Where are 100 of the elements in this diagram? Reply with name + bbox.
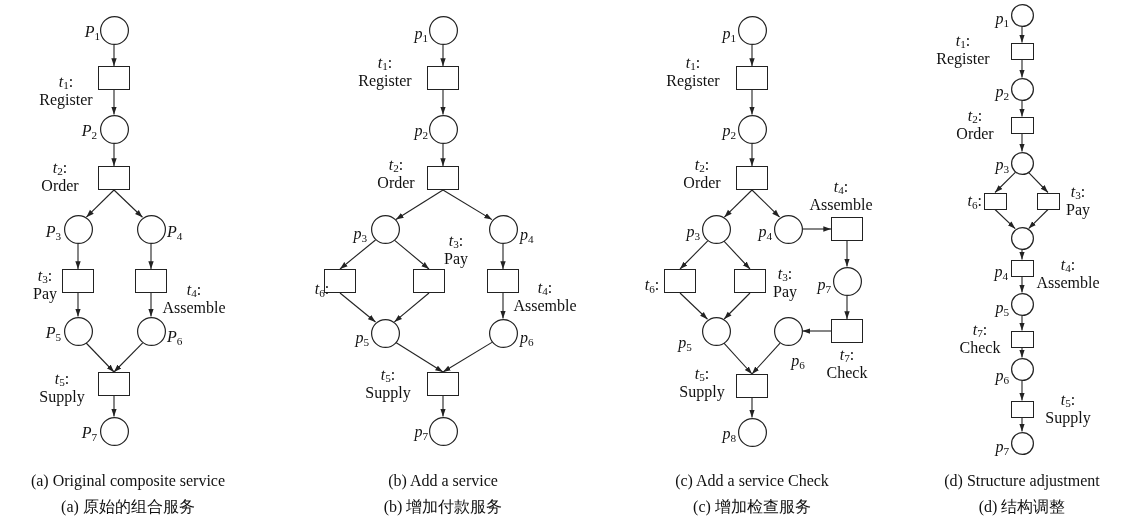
node-label: t$_{3}$: Pay <box>1066 182 1090 220</box>
arc-arrow <box>749 43 755 67</box>
arc-arrow <box>1027 171 1049 194</box>
transition-box <box>1010 400 1034 418</box>
arc-arrow <box>85 342 115 373</box>
transition-box <box>98 372 130 396</box>
place-circle <box>701 316 731 346</box>
transition-box <box>736 66 768 90</box>
place-circle <box>737 114 767 144</box>
arc-arrow <box>1019 379 1025 402</box>
arc-arrow <box>111 89 117 116</box>
node-label: P$_{5}$ <box>45 323 61 343</box>
arc-arrow <box>1019 346 1025 359</box>
caption: (d) Structure adjustment <box>944 472 1100 490</box>
node-label: t$_{4}$: Assemble <box>162 280 226 318</box>
arc-arrow <box>751 342 781 375</box>
arc-arrow <box>749 397 755 419</box>
node-label: t$_{7}$: Check <box>959 320 1001 358</box>
node-label: t$_{5}$: Supply <box>365 365 411 403</box>
arc-arrow <box>85 189 115 218</box>
transition-box <box>1010 330 1034 348</box>
place-circle <box>832 266 862 296</box>
transition-box <box>736 166 768 190</box>
caption: (d) 结构调整 <box>978 496 1066 518</box>
arc-arrow <box>994 171 1016 194</box>
transition-box <box>734 269 766 293</box>
node-label: p$_{4}$ <box>758 222 772 242</box>
place-circle <box>136 214 166 244</box>
node-label: p$_{5}$ <box>995 298 1009 318</box>
caption: (a) Original composite service <box>30 472 226 490</box>
arc-arrow <box>75 242 81 270</box>
arc-arrow <box>723 240 751 270</box>
caption: (a) 原始的组合服务 <box>61 496 195 518</box>
node-label: P$_{6}$ <box>167 327 183 347</box>
place-circle <box>1010 77 1034 101</box>
arc-arrow <box>749 89 755 116</box>
arc-arrow <box>723 342 753 375</box>
place-circle <box>428 416 458 446</box>
place-circle <box>99 114 129 144</box>
node-label: t$_{4}$: Assemble <box>809 177 873 215</box>
node-label: p$_{1}$ <box>722 24 736 44</box>
transition-box <box>98 66 130 90</box>
node-label: t$_{1}$: Register <box>39 72 93 110</box>
caption: (b) Add a service <box>388 472 498 490</box>
node-label: t$_{6}$: <box>967 191 982 211</box>
node-label: p$_{4}$ <box>520 225 534 245</box>
node-label: t$_{7}$: Check <box>826 345 868 383</box>
place-circle <box>63 316 93 346</box>
arc-arrow <box>442 341 493 373</box>
arc-arrow <box>500 292 506 320</box>
place-circle <box>99 416 129 446</box>
place-circle <box>1010 3 1034 27</box>
arc-arrow <box>113 189 144 218</box>
node-label: P$_{3}$ <box>45 222 61 242</box>
node-label: p$_{2}$ <box>414 121 428 141</box>
node-label: t$_{2}$: Order <box>956 106 994 144</box>
node-label: p$_{3}$ <box>353 224 367 244</box>
transition-box <box>1036 192 1060 210</box>
place-circle <box>773 316 803 346</box>
node-label: p$_{2}$ <box>722 121 736 141</box>
arc-arrow <box>111 43 117 67</box>
arc-arrow <box>994 208 1016 230</box>
transition-box <box>427 372 459 396</box>
node-label: t$_{2}$: Order <box>41 158 79 196</box>
arc-arrow <box>801 328 832 334</box>
transition-box <box>1010 116 1034 134</box>
place-circle <box>737 15 767 45</box>
node-label: t$_{5}$: Supply <box>679 364 725 402</box>
arc-arrow <box>844 240 850 268</box>
transition-box <box>664 269 696 293</box>
arc-arrow <box>679 292 709 320</box>
arc-arrow <box>1019 25 1025 44</box>
place-circle <box>1010 431 1034 455</box>
arc-arrow <box>723 292 751 320</box>
arc-arrow <box>440 43 446 67</box>
node-label: P$_{2}$ <box>81 121 97 141</box>
node-label: P$_{1}$ <box>84 22 100 42</box>
caption: (c) Add a service Check <box>675 472 829 490</box>
arc-arrow <box>1019 248 1025 261</box>
arc-arrow <box>395 342 444 373</box>
node-label: t$_{5}$: Supply <box>1045 390 1091 428</box>
node-label: t$_{6}$: <box>314 279 330 299</box>
transition-box <box>983 192 1007 210</box>
arc-arrow <box>1028 208 1049 230</box>
place-circle <box>428 15 458 45</box>
arc-arrow <box>440 395 446 418</box>
transition-box <box>135 269 167 293</box>
arc-arrow <box>339 239 377 270</box>
arc-arrow <box>148 292 154 318</box>
node-label: p$_{6}$ <box>791 351 805 371</box>
arc-arrow <box>1019 99 1025 118</box>
node-label: t$_{3}$: Pay <box>773 264 797 302</box>
node-label: p$_{1}$ <box>995 9 1009 29</box>
node-label: p$_{7}$ <box>995 437 1009 457</box>
node-label: p$_{6}$ <box>520 328 534 348</box>
arc-arrow <box>442 189 493 221</box>
caption: (c) 增加检查服务 <box>693 496 811 518</box>
arc-arrow <box>844 294 850 320</box>
transition-box <box>1010 259 1034 277</box>
node-label: t$_{6}$: <box>644 275 660 295</box>
